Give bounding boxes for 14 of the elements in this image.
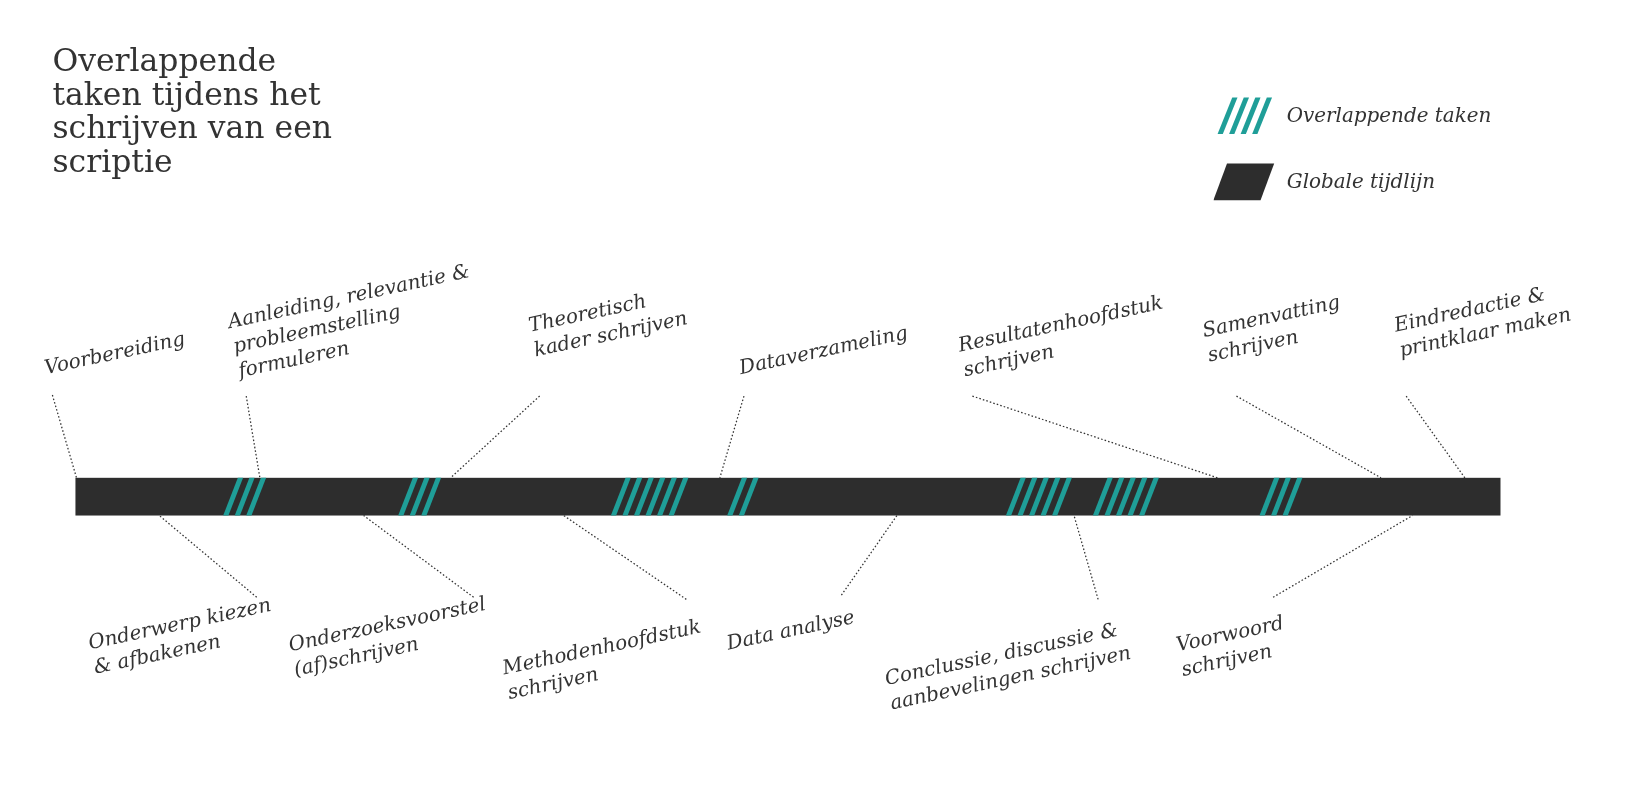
leader-line (1073, 514, 1099, 600)
legend-text: Globale tijdlijn (1286, 168, 1436, 192)
diagram-title: Overlappende taken tijdens het schrijven van een scriptie (52, 44, 333, 179)
leader-line (245, 395, 261, 479)
leader-line (840, 514, 898, 596)
timeline-bar (75, 477, 1501, 516)
leader-line (563, 514, 687, 600)
leader-line (158, 514, 258, 598)
leader-line (449, 395, 541, 479)
leader-line (362, 514, 475, 598)
milestone-label: Data analyse (724, 593, 904, 655)
leader-line (1405, 395, 1466, 479)
legend-text: Overlappende taken (1286, 102, 1492, 126)
leader-line (51, 394, 78, 479)
